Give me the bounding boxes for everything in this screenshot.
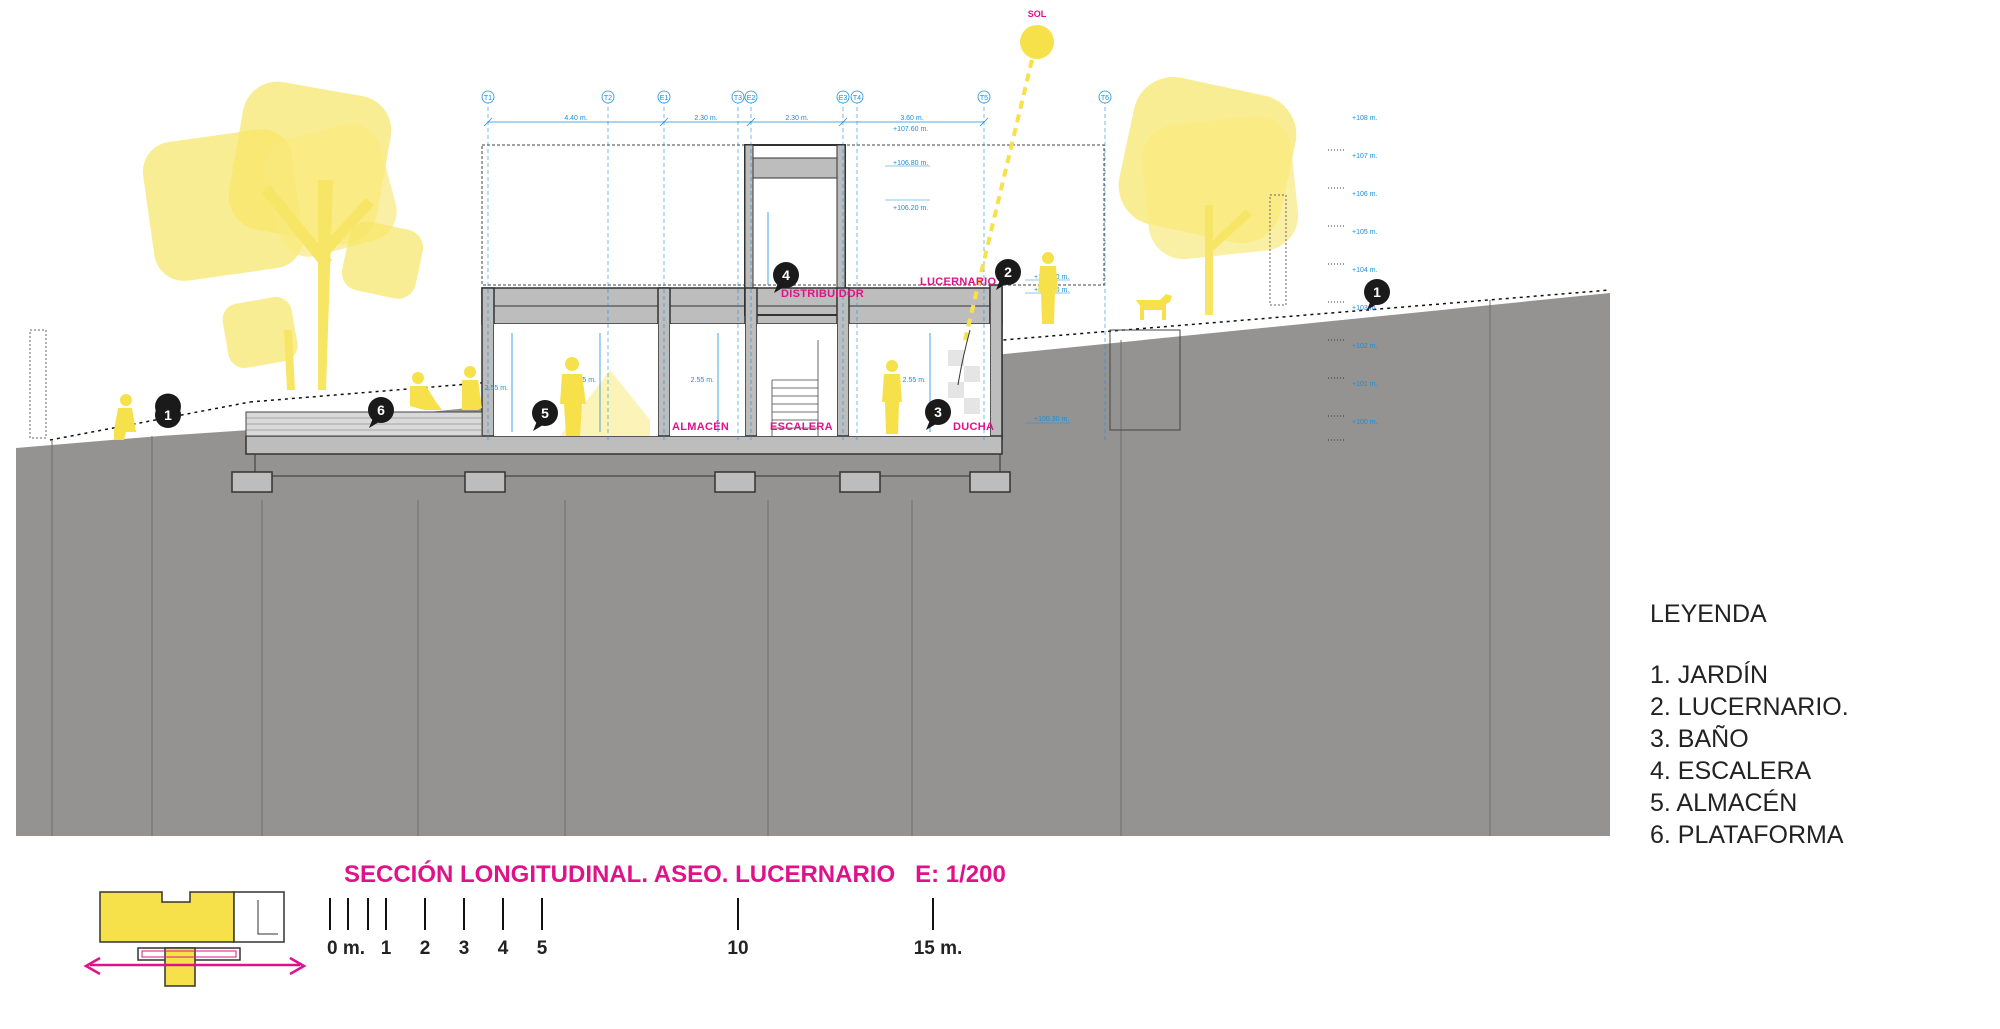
key-plan bbox=[83, 891, 307, 987]
marker-1-right: 1 bbox=[1364, 279, 1390, 310]
axis-label: T6 bbox=[1101, 95, 1109, 102]
room-label-lucernario: LUCERNARIO bbox=[920, 276, 996, 288]
level-label: +106.20 m. bbox=[893, 205, 928, 212]
dimension-label: 2.30 m. bbox=[785, 115, 808, 122]
sun-label: SOL bbox=[1028, 9, 1047, 19]
tree-left bbox=[142, 81, 424, 390]
room-label-distribuidor: DISTRIBUIDOR bbox=[781, 288, 864, 300]
elevation-label: +106 m. bbox=[1352, 191, 1378, 198]
axis-label: T2 bbox=[604, 95, 612, 102]
elevation-label: +101 m. bbox=[1352, 381, 1378, 388]
room-label-escalera: ESCALERA bbox=[770, 421, 833, 433]
marker-number: 5 bbox=[541, 405, 549, 421]
legend-item: 6. PLATAFORMA bbox=[1650, 821, 1844, 849]
tree-right bbox=[1118, 77, 1299, 315]
axis-label: E3 bbox=[839, 95, 848, 102]
person-icon bbox=[410, 372, 442, 410]
axis-label: T5 bbox=[980, 95, 988, 102]
elevation-label: +105 m. bbox=[1352, 229, 1378, 236]
arrow-right-icon bbox=[289, 956, 307, 976]
person-icon bbox=[462, 366, 482, 410]
room-labels: DISTRIBUIDOR LUCERNARIO ALMACÉN ESCALERA… bbox=[672, 276, 996, 433]
dimension-line-top: 4.40 m. 2.30 m. 2.30 m. 3.60 m. bbox=[483, 115, 989, 127]
marker-4: 4 bbox=[773, 262, 799, 293]
level-label: +100.30 m. bbox=[1034, 416, 1069, 423]
axis-label: E1 bbox=[660, 95, 669, 102]
level-label: +107.60 m. bbox=[893, 126, 928, 133]
height-label: 2.55 m. bbox=[485, 385, 508, 392]
sun: SOL bbox=[957, 9, 1054, 386]
arrow-left-icon bbox=[83, 956, 101, 976]
legend-item: 5. ALMACÉN bbox=[1650, 788, 1797, 817]
structural-axes bbox=[487, 100, 1106, 440]
marker-number: 1 bbox=[1373, 284, 1381, 300]
scale-label: 5 bbox=[537, 938, 548, 959]
legend-item: 3. BAÑO bbox=[1650, 724, 1749, 753]
elevation-label: +104 m. bbox=[1352, 267, 1378, 274]
marker-6: 6 bbox=[368, 397, 394, 428]
marker-5: 5 bbox=[532, 400, 558, 431]
legend-item: 1. JARDÍN bbox=[1650, 660, 1768, 689]
scale-bar bbox=[329, 898, 934, 930]
sun-icon bbox=[1020, 25, 1054, 59]
dimension-label: 2.30 m. bbox=[694, 115, 717, 122]
scale-label: 0 m. bbox=[327, 938, 365, 959]
scale-label: 15 m. bbox=[914, 938, 963, 959]
marker-1-left: 1 bbox=[155, 393, 181, 428]
marker-number: 6 bbox=[377, 402, 385, 418]
elevation-label: +108 m. bbox=[1352, 115, 1378, 122]
person-icon bbox=[114, 394, 136, 440]
height-label: 2.55 m. bbox=[691, 377, 714, 384]
scale-label: 3 bbox=[459, 938, 470, 959]
plan-markers: 1 1 2 3 4 5 6 bbox=[155, 259, 1390, 431]
scale-label: 2 bbox=[420, 938, 431, 959]
axis-label: E2 bbox=[747, 95, 756, 102]
scale-label: 1 bbox=[381, 938, 392, 959]
level-label: +106.80 m. bbox=[893, 160, 928, 167]
marker-number: 4 bbox=[782, 267, 790, 283]
height-label: 2.55 m. bbox=[573, 377, 596, 384]
marker-number: 2 bbox=[1004, 264, 1012, 280]
dog-icon bbox=[1136, 294, 1172, 320]
person-icon bbox=[1038, 252, 1058, 324]
elevation-label: +102 m. bbox=[1352, 343, 1378, 350]
elevation-label: +103 m. bbox=[1352, 305, 1378, 312]
person-icon bbox=[560, 357, 586, 436]
room-label-ducha: DUCHA bbox=[953, 421, 994, 433]
marker-2: 2 bbox=[995, 259, 1021, 290]
legend: LEYENDA 1. JARDÍN 2. LUCERNARIO. 3. BAÑO… bbox=[1650, 600, 1849, 849]
scale-bar-labels: 0 m. 1 2 3 4 5 10 15 m. bbox=[327, 938, 962, 959]
scale-label: 4 bbox=[498, 938, 509, 959]
legend-title: LEYENDA bbox=[1650, 600, 1767, 628]
scale-label: 10 bbox=[727, 938, 748, 959]
human-figures bbox=[114, 252, 1172, 440]
axis-label: T3 bbox=[734, 95, 742, 102]
axis-bubbles bbox=[481, 90, 1112, 104]
legend-item: 2. LUCERNARIO. bbox=[1650, 693, 1849, 721]
room-label-almacen: ALMACÉN bbox=[672, 420, 729, 433]
building-section bbox=[231, 144, 1105, 493]
section-title: SECCIÓN LONGITUDINAL. ASEO. LUCERNARIO E… bbox=[344, 860, 1006, 888]
marker-number: 1 bbox=[164, 407, 172, 423]
axis-labels: T1 T2 E1 T3 E2 E3 T4 T5 T6 bbox=[484, 95, 1109, 102]
dimension-label: 3.60 m. bbox=[900, 115, 923, 122]
height-dimensions bbox=[511, 212, 931, 432]
axis-label: T4 bbox=[853, 95, 861, 102]
person-icon bbox=[882, 360, 902, 434]
axis-label: T1 bbox=[484, 95, 492, 102]
elevation-label: +107 m. bbox=[1352, 153, 1378, 160]
elevation-label: +100 m. bbox=[1352, 419, 1378, 426]
legend-item: 4. ESCALERA bbox=[1650, 757, 1812, 785]
marker-3: 3 bbox=[925, 399, 951, 430]
marker-number: 3 bbox=[934, 404, 942, 420]
height-label: 2.55 m. bbox=[903, 377, 926, 384]
dimension-label: 4.40 m. bbox=[564, 115, 587, 122]
elevation-scale: +108 m. +107 m. +106 m. +105 m. +104 m. … bbox=[1328, 115, 1378, 441]
ground-grid bbox=[51, 300, 1491, 836]
